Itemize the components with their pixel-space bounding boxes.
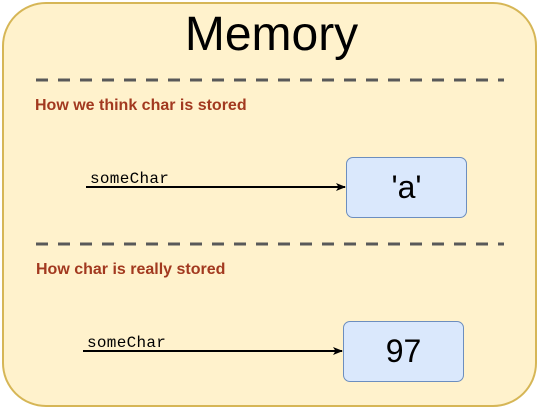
diagram-title: Memory — [184, 8, 359, 61]
value-box-char: 'a' — [346, 157, 467, 218]
section-heading-actual: How char is really stored — [36, 261, 226, 278]
variable-label-actual: someChar — [87, 334, 167, 352]
section-heading-expected: How we think char is stored — [35, 97, 247, 114]
variable-label-expected: someChar — [90, 170, 170, 188]
value-number: 97 — [385, 333, 422, 369]
value-box-number: 97 — [343, 321, 464, 382]
value-char: 'a' — [391, 169, 422, 205]
